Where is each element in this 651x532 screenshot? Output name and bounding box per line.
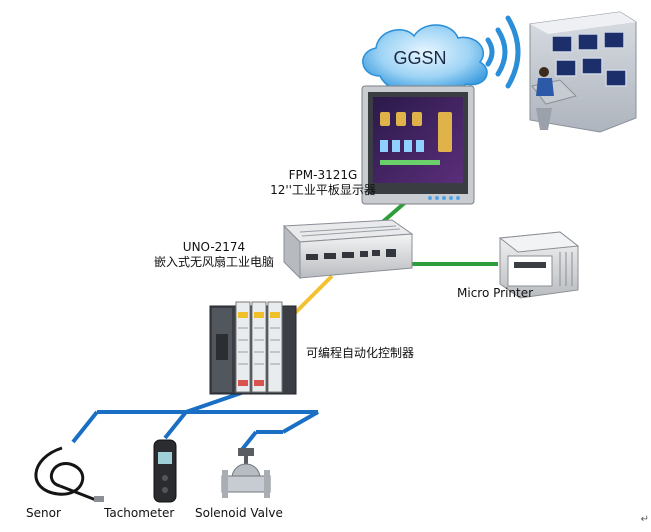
plc-label: 可编程自动化控制器 (306, 346, 415, 360)
ggsn-cloud: GGSN (362, 24, 488, 94)
solenoid-valve-label: Solenoid Valve (195, 506, 283, 520)
micro-printer (498, 231, 580, 299)
sensor-device (34, 446, 104, 502)
display-model: FPM-3121G (288, 168, 358, 182)
display-desc: 12''工业平板显示器 (270, 183, 376, 197)
control-room (529, 11, 637, 133)
tachometer-label: Tachometer (104, 506, 175, 520)
computer-model: UNO-2174 (182, 240, 246, 254)
ggsn-label: GGSN (393, 48, 446, 68)
industrial-panel-display (361, 85, 475, 205)
paragraph-mark: ↵ (640, 514, 649, 525)
computer-desc: 嵌入式无风扇工业电脑 (153, 255, 274, 269)
wireless-signal-icon (485, 15, 521, 89)
tachometer-device (153, 439, 177, 503)
link-computer-plc (292, 274, 334, 316)
solenoid-valve-device (221, 448, 271, 498)
plc-controller (209, 301, 297, 395)
fieldbus-lines (71, 390, 319, 454)
sensor-label: Senor (26, 506, 61, 520)
display-label: FPM-3121G 12''工业平板显示器 (268, 168, 378, 198)
embedded-computer (282, 219, 414, 280)
printer-label: Micro Printer (457, 286, 534, 300)
computer-label: UNO-2174 嵌入式无风扇工业电脑 (148, 240, 280, 270)
